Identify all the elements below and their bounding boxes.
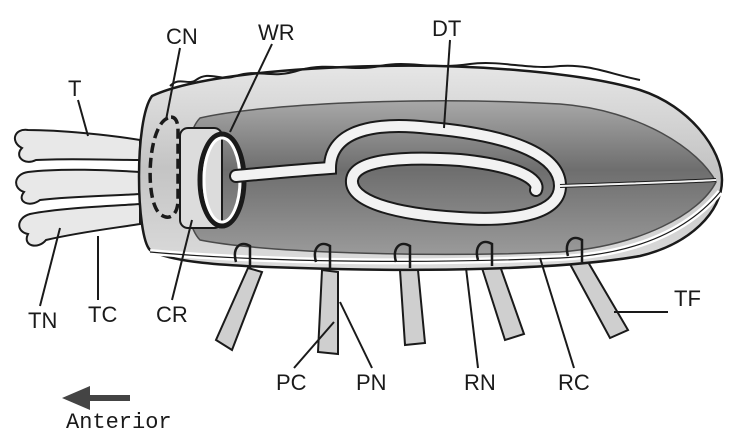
- orientation-label: Anterior: [66, 410, 172, 435]
- label-PN: PN: [356, 370, 387, 395]
- tube-foot-5: [568, 260, 630, 340]
- tube-foot-canals: [233, 236, 584, 268]
- label-CR: CR: [156, 302, 188, 327]
- label-T: T: [68, 76, 81, 101]
- label-RC: RC: [558, 370, 590, 395]
- tentacle-3: [18, 202, 141, 247]
- circumoral-nerve-ring: [148, 115, 180, 219]
- leader-lines: [39, 39, 668, 369]
- label-CN: CN: [166, 24, 198, 49]
- left-arrow-icon: [62, 386, 130, 410]
- label-PC: PC: [276, 370, 307, 395]
- label-WR: WR: [258, 20, 295, 45]
- label-TF: TF: [674, 286, 701, 311]
- tube-foot-4: [480, 264, 526, 342]
- label-TN: TN: [28, 308, 57, 333]
- radial-canal-outline: [149, 191, 721, 262]
- tentacle-1: [13, 128, 141, 163]
- tube-foot-1: [214, 266, 264, 352]
- label-RN: RN: [464, 370, 496, 395]
- dorsal-bumps: [169, 62, 641, 87]
- tentacles: [13, 128, 141, 247]
- digestive-tract: [229, 119, 717, 226]
- label-DT: DT: [432, 16, 461, 41]
- inner-cavity: [184, 100, 717, 256]
- tube-foot-3: [398, 269, 427, 347]
- label-TC: TC: [88, 302, 117, 327]
- tentacle-2: [15, 168, 141, 205]
- tube-foot-2: [316, 268, 339, 356]
